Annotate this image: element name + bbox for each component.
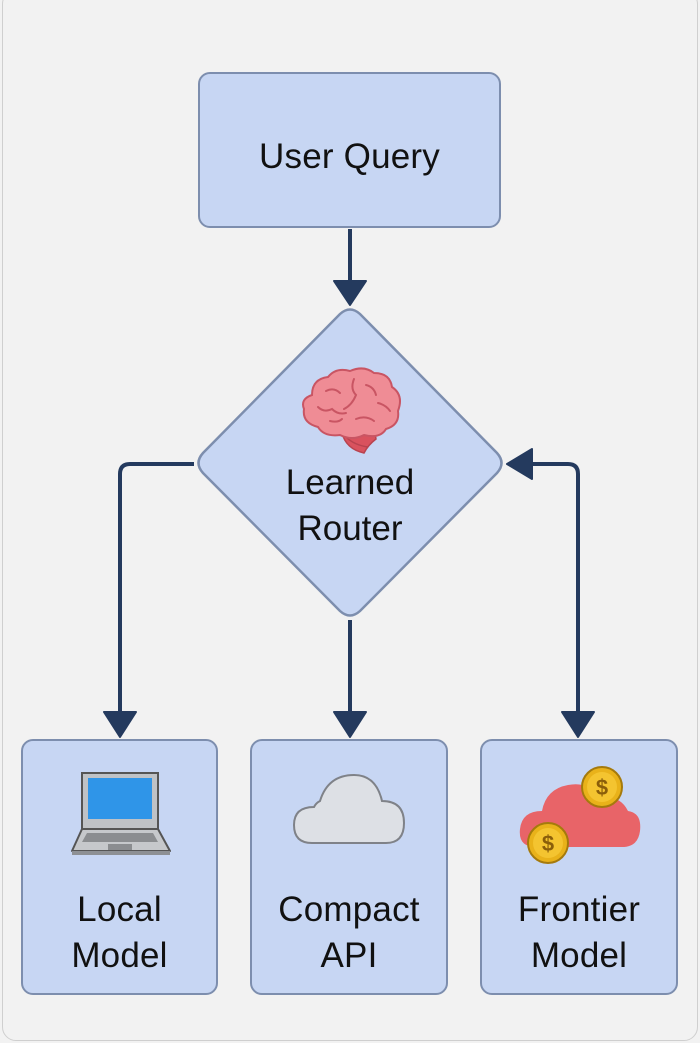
arrowhead-down	[333, 280, 367, 306]
arrowhead-down	[561, 711, 595, 738]
arrowhead-down	[103, 711, 137, 738]
edge-query-to-router	[333, 229, 367, 306]
user-query-node: User Query	[198, 72, 501, 228]
arrowhead-left	[506, 448, 533, 480]
edge-router-frontier-bidirectional	[506, 448, 595, 738]
compact-api-label: Compact API	[278, 890, 420, 975]
edge-router-to-local	[103, 462, 194, 738]
arrowhead-down	[333, 711, 367, 738]
laptop-icon	[71, 772, 171, 855]
local-model-label: Local Model	[71, 890, 168, 975]
router-label: Learned Router	[285, 463, 415, 548]
coin-icon: $	[527, 822, 569, 864]
svg-text:$: $	[542, 831, 554, 856]
local-model-node: Local Model	[21, 739, 218, 995]
frontier-model-label: Frontier Model	[517, 890, 641, 975]
brain-icon	[302, 367, 401, 454]
frontier-model-node: $ $ Frontier Model	[480, 739, 678, 995]
coin-icon: $	[581, 766, 623, 808]
compact-api-node: Compact API	[250, 739, 448, 995]
edge-router-to-compact	[333, 620, 367, 738]
cloud-icon	[292, 773, 406, 844]
user-query-label: User Query	[259, 137, 440, 176]
svg-text:$: $	[596, 775, 608, 800]
router-diamond	[197, 308, 503, 617]
cloud-with-coins-icon: $ $	[519, 766, 641, 864]
